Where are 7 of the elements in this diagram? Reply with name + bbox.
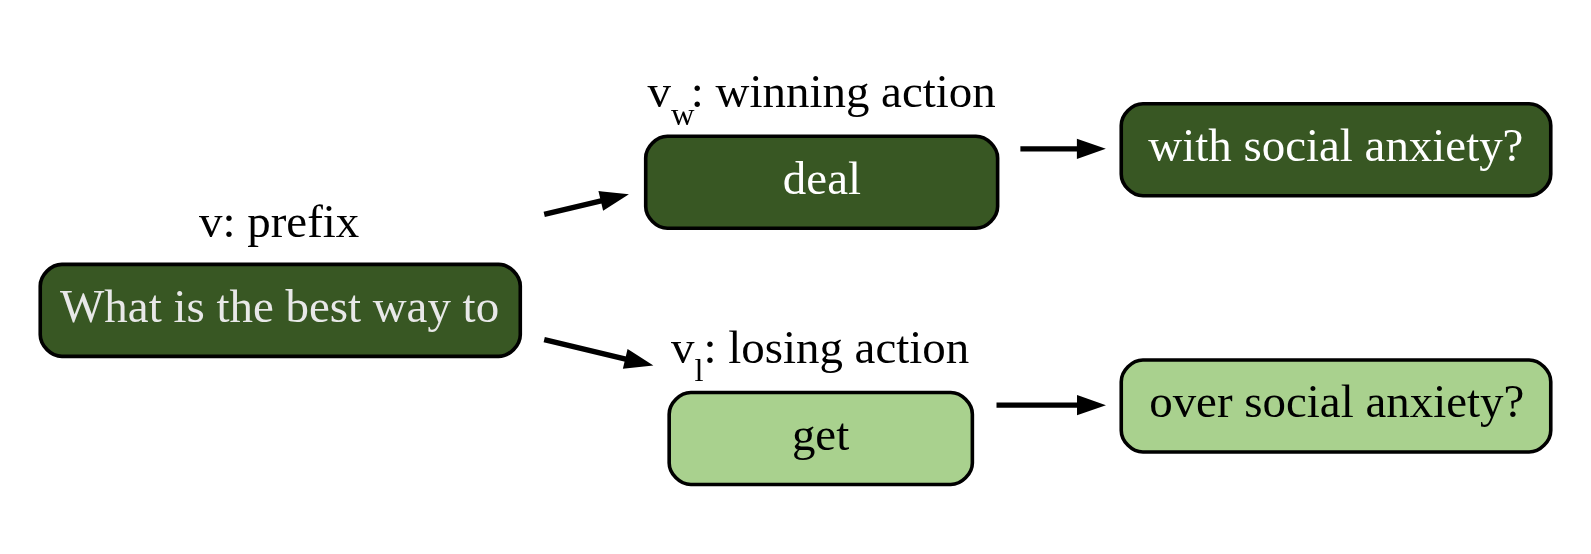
arrow <box>543 191 629 218</box>
node-label: v$_{w}$: winning action <box>647 65 996 132</box>
node-label: v: prefix <box>199 194 360 247</box>
arrow <box>1020 138 1106 159</box>
arrow <box>996 395 1106 416</box>
arrow <box>543 336 654 369</box>
node-label: v$_{l}$: losing action <box>670 321 970 389</box>
